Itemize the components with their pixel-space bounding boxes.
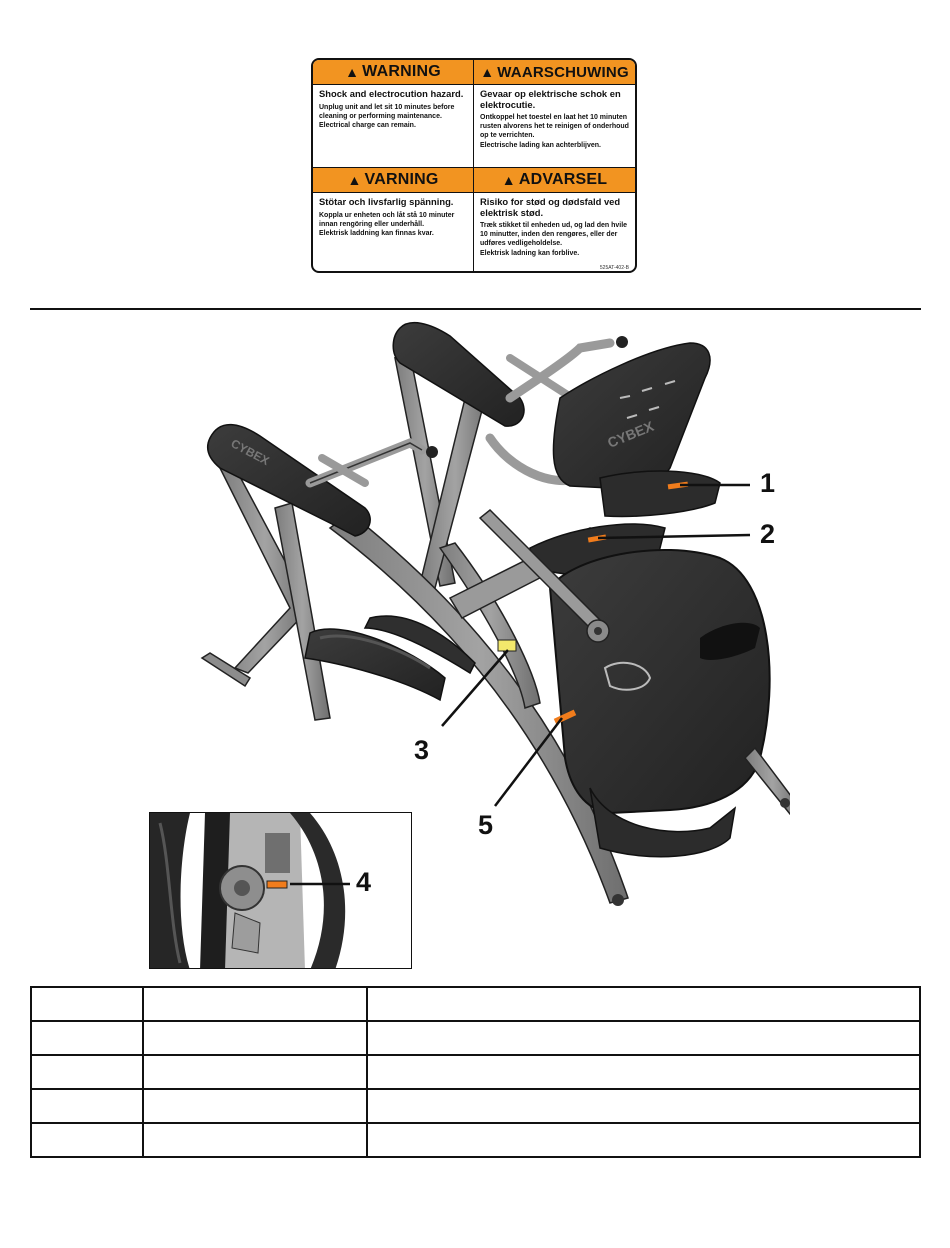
panel-body-line: Unplug unit and let sit 10 minutes befor… [319, 103, 455, 120]
table-row [30, 1054, 921, 1090]
parts-table [30, 986, 921, 1158]
marker-4 [266, 880, 288, 889]
table-cell [142, 1088, 368, 1124]
table-cell [30, 1054, 144, 1090]
callout-3: 3 [414, 735, 430, 765]
part-code: 525AT-402-B [599, 265, 629, 271]
table-row [30, 986, 921, 1022]
inset-illustration [150, 813, 350, 968]
panel-body-line: Træk stikket til enheden ud, og lad den … [480, 222, 628, 248]
panel-body-line: Koppla ur enheten och låt stå 10 minuter… [319, 211, 455, 228]
table-cell [366, 1088, 921, 1124]
panel-title: Risiko for stød og dødsfald ved elektris… [480, 196, 621, 218]
warning-triangle-icon: ▲ [345, 64, 360, 80]
table-cell [30, 986, 144, 1022]
warning-panel-en: ▲WARNING Shock and electrocution hazard.… [313, 60, 474, 168]
warning-heading: ▲WARNING [313, 60, 473, 85]
table-cell [142, 1122, 368, 1158]
table-row [30, 1088, 921, 1124]
panel-title: Stötar och livsfarlig spänning. [319, 196, 454, 207]
table-cell [142, 1020, 368, 1056]
marker-2 [587, 534, 607, 543]
panel-body-line: Elektrisk ladning kan forblive. [480, 249, 580, 257]
table-cell [366, 1020, 921, 1056]
table-cell [366, 986, 921, 1022]
warning-label: ▲WARNING Shock and electrocution hazard.… [311, 58, 637, 273]
panel-body-line: Electrical charge can remain. [319, 121, 416, 129]
inset-detail-view: 4 [149, 812, 412, 969]
table-cell [142, 986, 368, 1022]
section-divider [30, 308, 921, 310]
warning-triangle-icon: ▲ [480, 64, 495, 80]
callout-1: 1 [760, 468, 776, 498]
heading-text: WAARSCHUWING [497, 63, 629, 81]
table-cell [366, 1054, 921, 1090]
warning-heading: ▲ADVARSEL [474, 168, 635, 193]
heading-text: ADVARSEL [518, 171, 608, 188]
warning-heading: ▲WAARSCHUWING [474, 60, 635, 85]
warning-triangle-icon: ▲ [347, 172, 362, 188]
warning-heading: ▲VARNING [313, 168, 473, 193]
table-cell [366, 1122, 921, 1158]
arc-trainer-illustration: CYBEX CYBEX [200, 321, 790, 906]
callout-4: 4 [356, 867, 372, 897]
panel-title: Shock and electrocution hazard. [319, 88, 464, 99]
warning-panel-da: ▲ADVARSEL Risiko for stød og dødsfald ve… [474, 168, 635, 271]
panel-body-line: Ontkoppel het toestel en laat het 10 min… [480, 114, 629, 140]
panel-body-line: Elektrisk laddning kan finnas kvar. [319, 229, 434, 237]
table-cell [142, 1054, 368, 1090]
marker-1 [667, 481, 689, 490]
heading-text: VARNING [364, 171, 439, 188]
table-cell [30, 1020, 144, 1056]
table-cell [30, 1122, 144, 1158]
table-row [30, 1122, 921, 1158]
heading-text: WARNING [362, 63, 441, 80]
table-cell [30, 1088, 144, 1124]
warning-triangle-icon: ▲ [501, 172, 516, 188]
panel-body-line: Electrische lading kan achterblijven. [480, 141, 601, 149]
table-row [30, 1020, 921, 1056]
callout-5: 5 [478, 810, 494, 840]
panel-title: Gevaar op elektrische schok en elektrocu… [480, 88, 621, 110]
warning-panel-nl: ▲WAARSCHUWING Gevaar op elektrische scho… [474, 60, 635, 168]
callout-2: 2 [760, 519, 776, 549]
warning-panel-sv: ▲VARNING Stötar och livsfarlig spänning.… [313, 168, 474, 271]
